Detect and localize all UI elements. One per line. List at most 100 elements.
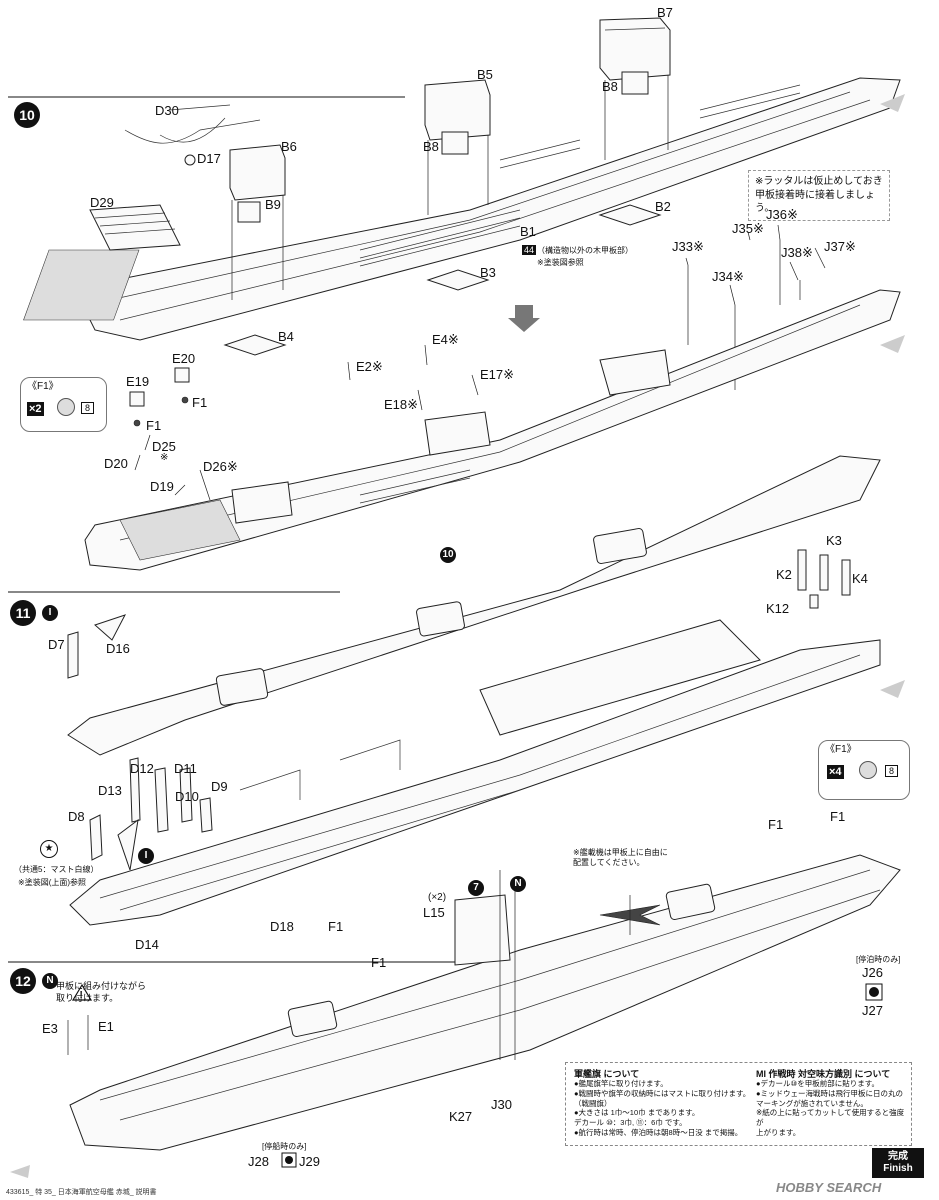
asterisk: ※	[732, 269, 744, 284]
mooring-note-1: [停泊時のみ]	[856, 955, 901, 964]
f1-multiplier: ×2	[27, 402, 44, 416]
label-E19: E19	[126, 374, 150, 389]
label-F1-e: F1	[328, 919, 344, 934]
part-F1-b	[181, 396, 189, 404]
hull-step-12	[69, 854, 901, 1151]
flag-info-item: ●艦尾旗竿に取り付けます。	[574, 1079, 668, 1088]
label-K4: K4	[852, 571, 868, 586]
f1-callout-title: 《F1》	[27, 381, 59, 392]
label-D30: D30	[155, 103, 179, 118]
label-D9: D9	[211, 779, 228, 794]
mi-op-item: ※紙の上に貼ってカットして使用すると強度が	[756, 1108, 905, 1127]
hull-frame-middle	[84, 289, 901, 571]
part-f1-icon	[57, 398, 75, 416]
label-J38: J38	[781, 245, 802, 260]
star-icon: ★	[40, 840, 58, 858]
part-f1-icon	[859, 761, 877, 779]
label-L15: L15	[423, 905, 445, 920]
label-x2: (×2)	[428, 892, 447, 903]
label-J33: J33	[672, 239, 693, 254]
paint-code-44: 44	[522, 245, 537, 255]
part-B6	[229, 144, 286, 300]
part-E19	[129, 391, 145, 407]
label-J26: J26	[862, 965, 883, 980]
label-F1-c: F1	[768, 817, 784, 832]
label-D16: D16	[106, 641, 130, 656]
part-B2	[598, 204, 662, 226]
label-F1-d: F1	[830, 809, 846, 824]
flag-info-item: ●大きさは 1巾〜10巾 まであります。	[574, 1108, 700, 1118]
direction-arrow-4	[10, 1165, 30, 1178]
direction-arrow-1	[880, 94, 905, 112]
part-B9	[237, 201, 261, 223]
label-D17: D17	[197, 151, 221, 166]
asterisk: ※	[752, 221, 764, 236]
flag-icon-j26	[865, 983, 883, 1001]
svg-text:!: !	[80, 990, 83, 1001]
paint-code: 8	[81, 402, 95, 414]
label-D11: D11	[174, 761, 197, 776]
label-D26: D26	[203, 459, 227, 474]
label-K27: K27	[449, 1109, 473, 1124]
finish-en: Finish	[883, 1163, 913, 1174]
flag-info-item: デカール ⑩：3巾, ⑪：6巾 です。	[574, 1118, 687, 1127]
part-K4	[841, 559, 851, 596]
direction-arrow-3	[880, 680, 905, 698]
label-K3: K3	[826, 533, 842, 548]
flag-info-item: ●航行時は常時、停泊時は朝8時〜日没 まで掲揚。	[574, 1127, 743, 1137]
label-B7: B7	[657, 5, 673, 20]
label-E3: E3	[42, 1021, 58, 1036]
label-E1: E1	[98, 1019, 114, 1034]
label-J36: J36	[766, 207, 787, 222]
label-F1-f: F1	[371, 955, 387, 970]
label-B8-top: B8	[602, 79, 618, 94]
f1-multiplier: ×4	[827, 765, 844, 779]
label-D10: D10	[175, 789, 199, 804]
part-D11	[179, 767, 193, 823]
part-D10	[199, 797, 213, 833]
label-E17: E17	[480, 367, 504, 382]
asterisk: ※	[786, 207, 798, 222]
part-D17	[184, 154, 196, 166]
b1-paint-ref: ※塗装図参照	[537, 258, 584, 267]
part-D13	[129, 757, 141, 823]
label-B9: B9	[265, 197, 281, 212]
hull-step-11	[69, 619, 881, 926]
label-D20: D20	[104, 456, 128, 471]
part-B8-lower	[441, 131, 469, 155]
step12-note: 甲板に組み付けながら 取り付けます。	[56, 981, 147, 1004]
hull-frame-upper	[23, 77, 901, 341]
asterisk: ※	[447, 332, 459, 347]
part-D30	[124, 104, 261, 144]
asterisk: ※	[407, 397, 419, 412]
mi-op-title: MI 作戦時 対空味方識別 について	[756, 1069, 891, 1079]
part-K12	[809, 594, 819, 609]
finish-badge: 完成 Finish	[872, 1148, 924, 1178]
direction-arrow-2	[880, 335, 905, 353]
asterisk: ※	[692, 239, 704, 254]
step-number-11: 11	[10, 600, 36, 626]
label-E18: E18	[384, 397, 408, 412]
warning-icon	[71, 983, 93, 1001]
mi-op-item: 上がります。	[756, 1127, 801, 1137]
flag-info-item: （戦闘旗）	[574, 1098, 612, 1108]
part-K2	[797, 549, 807, 591]
label-B5: B5	[477, 67, 493, 82]
part-B7	[599, 17, 671, 160]
part-D16	[94, 614, 127, 641]
label-E20: E20	[172, 351, 196, 366]
ratter-note: ※ラッタルは仮止めしておき 甲板接着時に接着しましょう。	[748, 170, 890, 221]
footer-doc-id: 433615_ 特 35_ 日本海軍航空母艦 赤城_ 説明書	[6, 1189, 157, 1196]
part-B8-upper	[621, 71, 649, 95]
step-number-12: 12	[10, 968, 36, 994]
watermark-brand: HOBBY SEARCH	[776, 1180, 882, 1195]
label-B2: B2	[655, 199, 671, 214]
mi-op-item: ●ミッドウェー海戦時は飛行甲板に日の丸の	[756, 1088, 904, 1098]
flag-icon-j28	[281, 1152, 297, 1168]
mooring-note-2: [停船時のみ]	[262, 1142, 307, 1151]
b1-note: （構造物以外の木甲板部）	[537, 246, 633, 255]
label-D19: D19	[150, 479, 174, 494]
part-D14	[117, 818, 139, 871]
step-ref-10: 10	[440, 547, 456, 563]
marker-I-hull: I	[138, 848, 154, 864]
